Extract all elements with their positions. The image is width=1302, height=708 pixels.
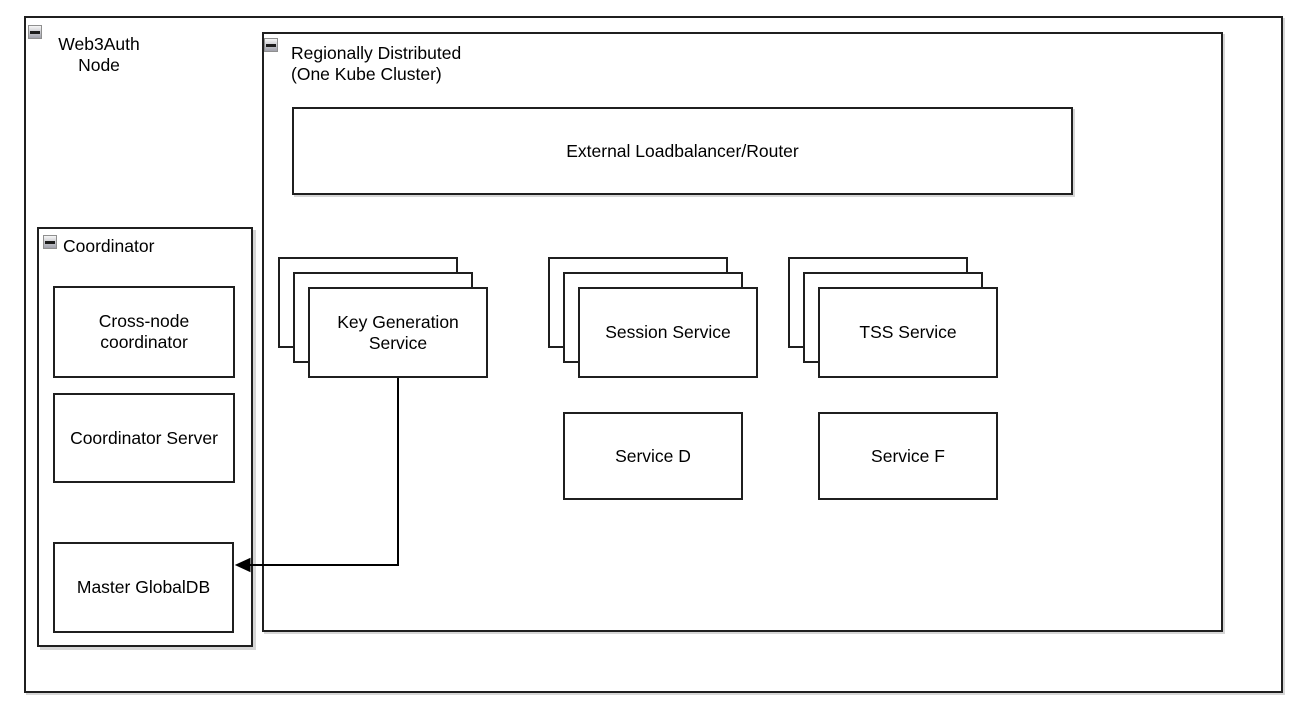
node-cross-node-coordinator-label: Cross-node coordinator	[98, 311, 190, 352]
collapse-minus-icon[interactable]	[28, 25, 42, 39]
node-service-f-label: Service F	[871, 445, 945, 466]
collapse-minus-icon[interactable]	[264, 38, 278, 52]
node-tss-service-label: TSS Service	[859, 322, 957, 342]
container-web3auth-node-label: Web3Auth Node	[58, 34, 140, 75]
node-external-loadbalancer[interactable]: External Loadbalancer/Router	[292, 107, 1073, 195]
node-coordinator-server-label: Coordinator Server	[70, 427, 218, 448]
node-key-generation-service[interactable]: Key Generation Service	[308, 287, 488, 378]
container-regionally-distributed-label: Regionally Distributed (One Kube Cluster…	[291, 43, 462, 84]
node-service-f[interactable]: Service F	[818, 412, 998, 500]
node-key-generation-service-label: Key Generation Service	[337, 311, 459, 353]
node-session-service[interactable]: Session Service	[578, 287, 758, 378]
node-tss-service[interactable]: TSS Service	[818, 287, 998, 378]
node-coordinator-server[interactable]: Coordinator Server	[53, 393, 235, 483]
node-service-d[interactable]: Service D	[563, 412, 743, 500]
node-master-globaldb[interactable]: Master GlobalDB	[53, 542, 234, 633]
node-master-globaldb-label: Master GlobalDB	[76, 577, 211, 597]
container-coordinator-label: Coordinator	[63, 236, 155, 256]
node-cross-node-coordinator[interactable]: Cross-node coordinator	[53, 286, 235, 378]
node-session-service-label: Session Service	[605, 322, 731, 342]
node-service-d-label: Service D	[615, 445, 691, 466]
node-external-loadbalancer-label: External Loadbalancer/Router	[566, 140, 799, 161]
collapse-minus-icon[interactable]	[43, 235, 57, 249]
